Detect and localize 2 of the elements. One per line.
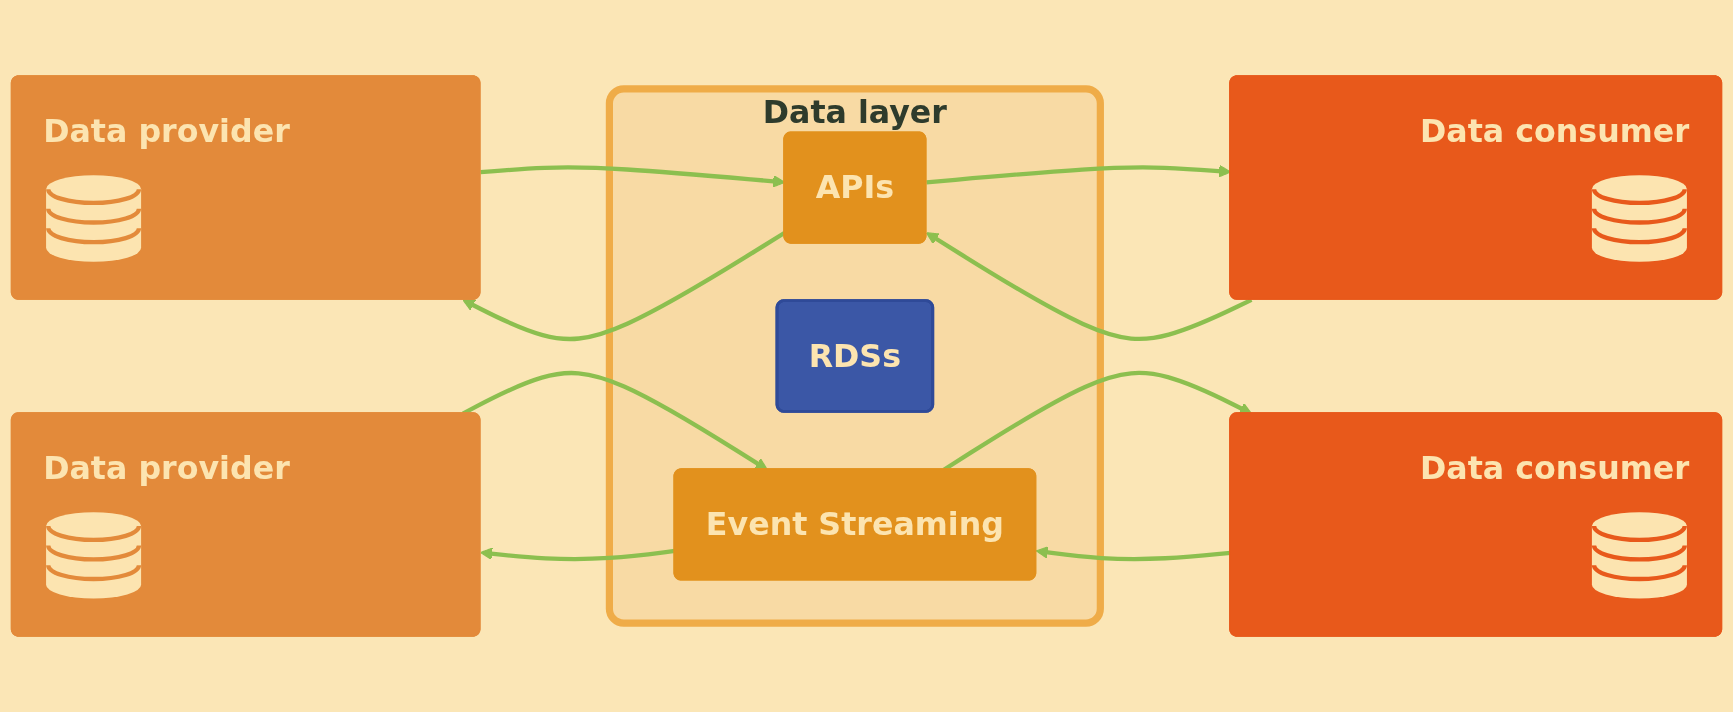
arrow [925, 232, 1253, 342]
arrow [461, 370, 768, 471]
